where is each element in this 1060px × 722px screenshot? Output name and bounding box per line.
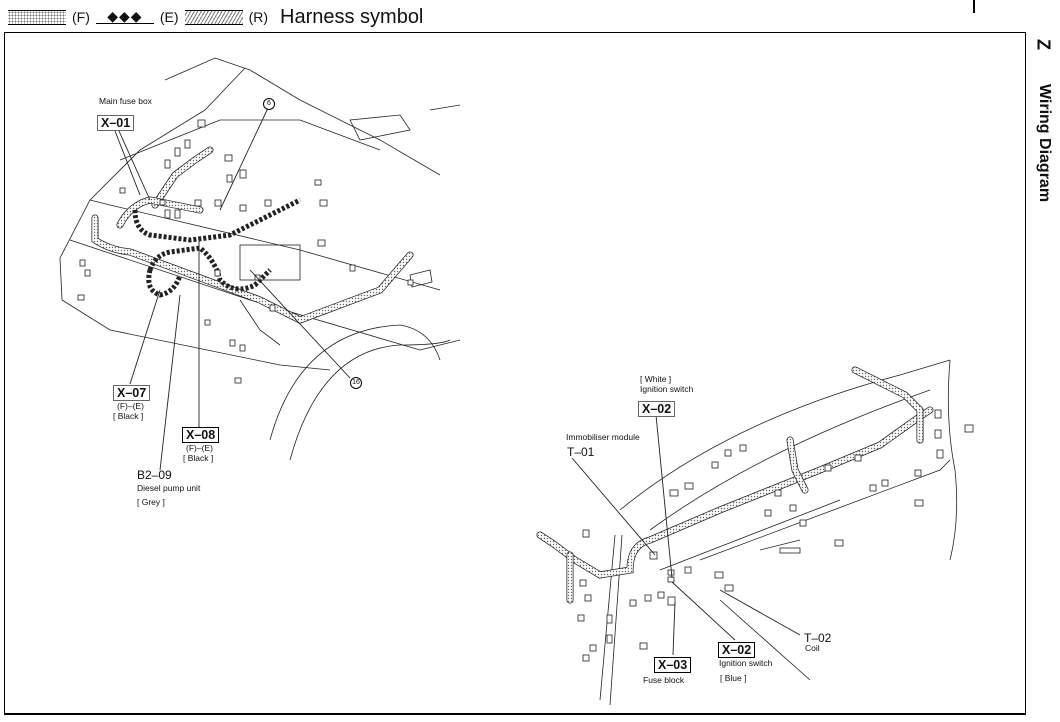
engine-bay-leader-lines: [114, 107, 351, 471]
engine-bay-drawing: [59, 57, 461, 461]
b2-09-code[interactable]: B2–09: [137, 468, 172, 482]
page-edge-mark: [973, 0, 975, 13]
diagram-frame: [4, 32, 1026, 715]
coil-t02-code[interactable]: T–02: [804, 631, 832, 645]
connector-x08-tag[interactable]: X–08: [182, 427, 220, 443]
engine-bay-connectors: [77, 119, 414, 384]
harness-symbol-r-code: (R): [248, 9, 268, 25]
coil-caption: Coil: [805, 643, 820, 653]
ignition-white-color: [ White ]: [640, 374, 672, 384]
immobiliser-t01-code[interactable]: T–01: [567, 445, 595, 459]
harness-symbol-r-swatch: [184, 9, 243, 25]
harness-symbol-e-code: (E): [159, 9, 179, 25]
dashboard-harness-f: [536, 366, 934, 604]
harness-symbol-e-swatch: ◆◆◆: [95, 9, 154, 24]
b2-09-color: [ Grey ]: [137, 497, 165, 507]
connector-x02-blue-tag[interactable]: X–02: [718, 642, 756, 658]
dashboard-drawing: [599, 359, 958, 706]
harness-symbol-f-code: (F): [72, 9, 90, 25]
engine-bay-harness-f: [91, 146, 414, 324]
b2-09-caption: Diesel pump unit: [137, 483, 201, 493]
main-fuse-box-caption: Main fuse box: [99, 96, 152, 106]
dashboard-connectors: [577, 409, 974, 662]
immobiliser-caption: Immobiliser module: [566, 432, 640, 442]
callout-6: 6: [263, 98, 275, 110]
fuse-block-caption: Fuse block: [643, 675, 685, 685]
x07-color: [ Black ]: [113, 411, 144, 421]
ignition-blue-color: [ Blue ]: [720, 673, 747, 683]
connector-x02-white-tag[interactable]: X–02: [638, 401, 676, 417]
engine-bay-harness-e: [132, 197, 302, 298]
dashboard-leader-lines: [571, 414, 801, 656]
connector-x03-tag[interactable]: X–03: [654, 657, 692, 673]
ignition-white-caption: Ignition switch: [640, 384, 694, 394]
x07-harness-code: (F)–(E): [117, 401, 144, 411]
callout-16: 16: [350, 377, 362, 389]
legend-title: Harness symbol: [280, 5, 424, 28]
x08-color: [ Black ]: [183, 453, 214, 463]
x08-harness-code: (F)–(E): [186, 443, 213, 453]
harness-symbol-f-swatch: [8, 9, 66, 25]
harness-symbol-legend: (F) ◆◆◆ (E) (R) Harness symbol: [8, 4, 423, 30]
connector-x01-tag[interactable]: X–01: [97, 115, 135, 131]
connector-x07-tag[interactable]: X–07: [113, 385, 151, 401]
ignition-blue-caption: Ignition switch: [719, 658, 773, 668]
